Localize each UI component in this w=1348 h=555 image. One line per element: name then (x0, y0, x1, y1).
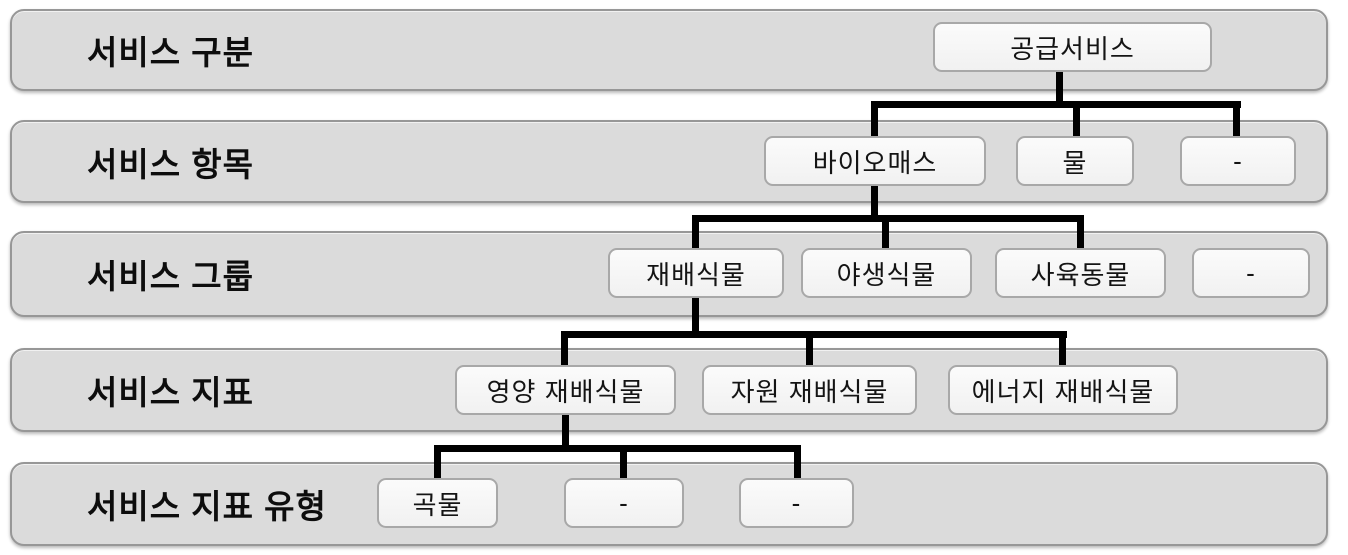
connector-stub-nutrition-cultivated-plants (562, 415, 569, 452)
connector-drop-item-dash (1233, 101, 1240, 141)
connector-drop-type-dash-2 (794, 445, 801, 485)
connector-stub-supply-service (1056, 72, 1063, 108)
node-type-dash-1: - (564, 478, 684, 528)
band-label-service-group: 서비스 그룹 (87, 258, 254, 295)
connector-bar-level4 (434, 445, 801, 452)
connector-drop-reared-animals (1077, 215, 1084, 255)
connector-stub-cultivated-plants (692, 298, 699, 338)
connector-stub-biomass (871, 186, 878, 222)
connector-drop-water (1073, 101, 1080, 141)
node-energy-cultivated-plants: 에너지 재배식물 (948, 365, 1178, 415)
connector-drop-energy-cultivated-plants (1059, 331, 1066, 372)
connector-drop-biomass (871, 101, 878, 141)
connector-bar-level1 (871, 101, 1241, 108)
band-label-service-indicator-type: 서비스 지표 유형 (87, 488, 327, 525)
node-cultivated-plants: 재배식물 (608, 248, 784, 298)
connector-drop-type-dash-1 (620, 445, 627, 485)
node-item-dash: - (1180, 136, 1296, 186)
node-wild-plants: 야생식물 (801, 248, 972, 298)
node-biomass: 바이오매스 (764, 136, 986, 186)
connector-bar-level3 (561, 331, 1067, 338)
node-type-dash-2: - (739, 478, 854, 528)
node-nutrition-cultivated-plants: 영양 재배식물 (455, 365, 676, 415)
band-label-service-item: 서비스 항목 (87, 145, 254, 183)
node-supply-service: 공급서비스 (933, 22, 1212, 72)
band-label-service-indicator: 서비스 지표 (87, 374, 254, 411)
node-group-dash: - (1192, 248, 1310, 298)
band-label-service-category: 서비스 구분 (87, 34, 254, 71)
connector-drop-wild-plants (882, 215, 889, 255)
connector-drop-grain (434, 445, 441, 485)
node-reared-animals: 사육동물 (995, 248, 1166, 298)
connector-drop-cultivated-plants (692, 215, 699, 255)
node-resource-cultivated-plants: 자원 재배식물 (702, 365, 917, 415)
connector-drop-nutrition-cultivated-plants (561, 331, 568, 372)
node-grain: 곡물 (377, 478, 498, 528)
node-water: 물 (1016, 136, 1134, 186)
connector-drop-resource-cultivated-plants (806, 331, 813, 372)
